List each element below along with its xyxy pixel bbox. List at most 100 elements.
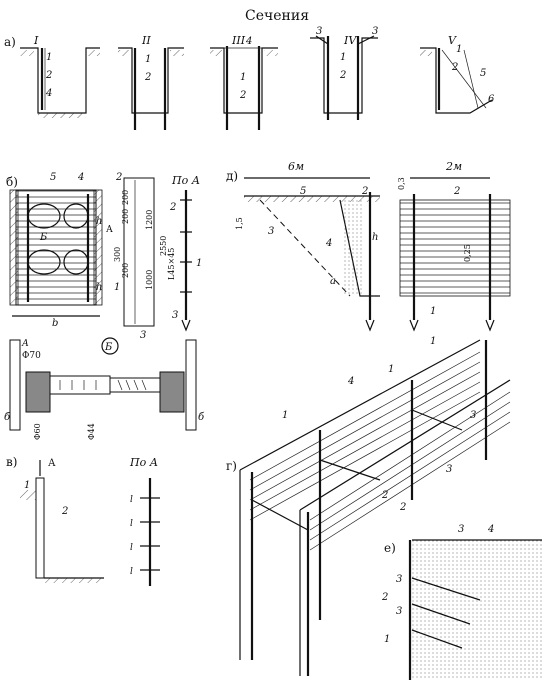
callout: 2 [61,506,68,517]
dim: 2550 [159,236,168,256]
detail-label-b2: б [198,412,205,423]
callout: 2 [381,592,388,603]
panel-e: е) 3 4 3 2 3 1 [381,524,542,680]
dim-phi70: Φ70 [22,351,41,361]
callout: 4 [487,524,494,535]
callout: 1 [240,72,246,83]
dim-0-3: 0,3 [397,177,406,190]
callout: 2 [451,62,458,73]
callout: 2 [45,70,52,81]
panel-b: б) 5 4 Б h h b 2 1 3 А 200 200 300 200 1… [4,172,205,440]
callout: 3 [268,226,274,237]
callout: 3 [396,606,402,617]
panel-v: в) А 1 2 По А l l l l [6,455,160,586]
section-i [20,47,100,118]
arrow-label-a: А [106,225,113,235]
dim-l: l [130,495,133,505]
callout: 1 [384,634,390,645]
callout: 2 [144,72,151,83]
dim-l: l [130,567,133,577]
callout: 2 [339,70,346,81]
callout: 1 [282,410,288,421]
panel-e-letter: е) [384,541,396,555]
detail-label-a: А [21,339,29,349]
callout: 2 [381,490,388,501]
callout: 1 [430,336,436,347]
panel-b-letter: б) [6,175,18,189]
callout: 1 [196,258,202,269]
callout: 3 [446,464,452,475]
callout: 6 [488,94,495,105]
callout: 2 [453,186,460,197]
dim: 1200 [145,210,154,230]
dim: 200 [121,190,130,205]
callout: 5 [50,172,56,183]
callout: 4 [347,376,354,387]
section-label-i: I [33,34,39,47]
callout: 3 [316,26,322,37]
dim-l: l [130,519,133,529]
section-ii [118,47,184,130]
dim-h-2: h [96,282,102,293]
dim-h-1: h [96,216,102,227]
dim-6m: 6м [288,160,304,173]
panel-d: д) 6м 5 2 3 4 1,5 h a 2м 2 0,3 0,25 1 [226,160,511,332]
callout: 2 [115,172,122,183]
label-circle-b: Б [39,232,48,243]
dim: 300 [113,247,122,262]
callout: 3 [372,26,378,37]
detail-label-b1: б [4,412,11,423]
callout: 3 [172,310,178,321]
panel-v-letter: в) [6,455,17,469]
arrow-label-a: А [48,458,56,469]
section-iv [310,35,378,120]
callout: 3 [396,574,402,585]
panel-d-letter: д) [226,169,238,183]
callout: 1 [24,480,30,491]
dim: 1000 [145,270,154,290]
callout: 4 [77,172,84,183]
section-label-ii: II [141,34,151,47]
section-iii [210,46,278,130]
dim-2m: 2м [445,160,462,173]
dim: 200 [121,209,130,224]
callout: 1 [388,364,394,375]
callout: 3 [458,524,464,535]
dim-1: 1 [430,306,436,317]
panel-a: а) I II III IV V [4,26,495,130]
panel-g-letter: г) [226,459,237,473]
dim-h: h [372,232,378,243]
title: Сечения [245,8,309,24]
view-label-a: По А [171,174,200,187]
section-label-iv: IV [343,34,357,47]
callout: 1 [456,44,462,55]
callout: 2 [169,202,176,213]
dim: L45×45 [167,248,176,280]
section-label-iii: III [231,34,246,47]
callout: 2 [361,186,368,197]
plank-walls [249,351,511,551]
callout: 1 [114,282,120,293]
detail-b-marker: Б [104,342,113,353]
callout: 3 [470,410,476,421]
dim-1-5: 1,5 [235,217,244,230]
dim-a: a [330,276,336,287]
callout: 2 [239,90,246,101]
callout: 4 [45,88,52,99]
callout: 2 [399,502,406,513]
dim-0-25: 0,25 [463,244,472,262]
dim: 200 [121,263,130,278]
callout: 1 [46,52,52,63]
callout: 1 [340,52,346,63]
callout: 3 [140,330,146,341]
dim-l: l [130,543,133,553]
dim-phi60: Φ60 [33,423,42,440]
dim-phi44: Φ44 [87,423,96,440]
callout: 5 [300,186,306,197]
callout: 1 [145,54,151,65]
section-v [420,47,493,114]
section-label-v: V [448,34,457,47]
panel-g: г) 1 1 1 4 3 3 2 2 [226,336,511,676]
